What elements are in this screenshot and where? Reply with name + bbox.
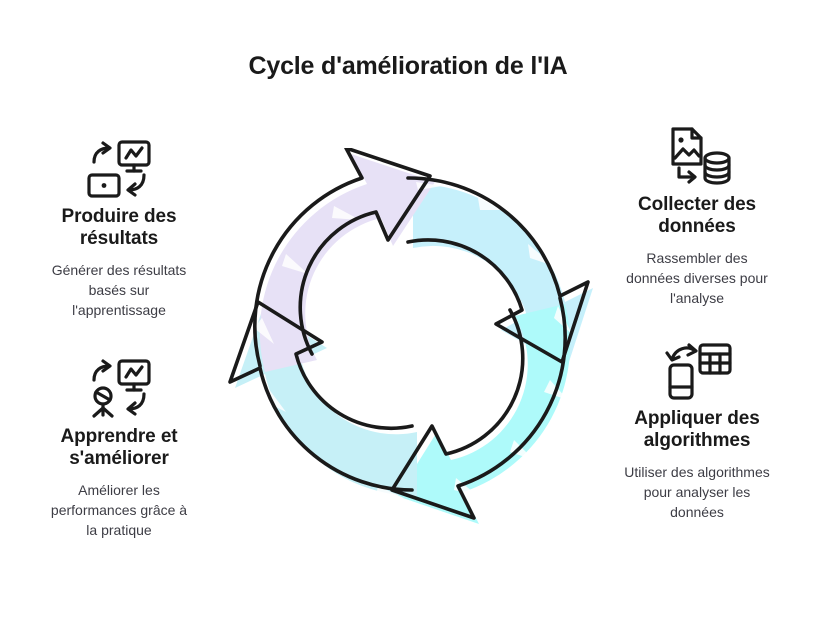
image-file-to-database-icon — [586, 126, 808, 188]
chart-monitor-and-screen-icon — [8, 138, 230, 200]
step-title: Apprendre et s'améliorer — [60, 426, 178, 470]
step-description: Améliorer les performances grâce à la pr… — [50, 481, 188, 538]
step-description: Générer des résultats basés sur l'appren… — [51, 261, 187, 318]
segment-bottom-right-fill — [397, 304, 571, 524]
step-card-apprendre-et-sameliorer[interactable]: Apprendre et s'améliorer Améliorer les p… — [8, 358, 230, 540]
cycle-segment-fills — [235, 154, 593, 524]
arrow-top-left — [253, 146, 432, 368]
mobile-to-calculator-icon — [586, 340, 808, 402]
step-card-produire-des-resultats[interactable]: Produire des résultats Générer des résul… — [8, 138, 230, 320]
step-description: Utiliser des algorithmes pour analyser l… — [624, 463, 770, 520]
page-title: Cycle d'amélioration de l'IA — [248, 52, 568, 80]
cycle-arrow-outlines — [228, 146, 590, 520]
step-title: Produire des résultats — [61, 206, 177, 250]
segment-top-left-fill — [259, 154, 435, 372]
step-card-collecter-des-donnees[interactable]: Collecter des données Rassembler des don… — [586, 126, 808, 308]
step-title: Collecter des données — [637, 194, 757, 238]
cycle-diagram — [228, 146, 600, 540]
arrow-top-right — [406, 176, 590, 364]
arrow-bottom-left — [228, 300, 414, 492]
step-description: Rassembler des données diverses pour l'a… — [626, 249, 768, 306]
right-column: Collecter des données Rassembler des don… — [586, 0, 808, 636]
left-column: Produire des résultats Générer des résul… — [8, 0, 230, 636]
person-and-chart-monitor-icon — [8, 358, 230, 420]
step-title: Appliquer des algorithmes — [634, 408, 760, 452]
step-card-appliquer-des-algorithmes[interactable]: Appliquer des algorithmes Utiliser des a… — [586, 340, 808, 522]
